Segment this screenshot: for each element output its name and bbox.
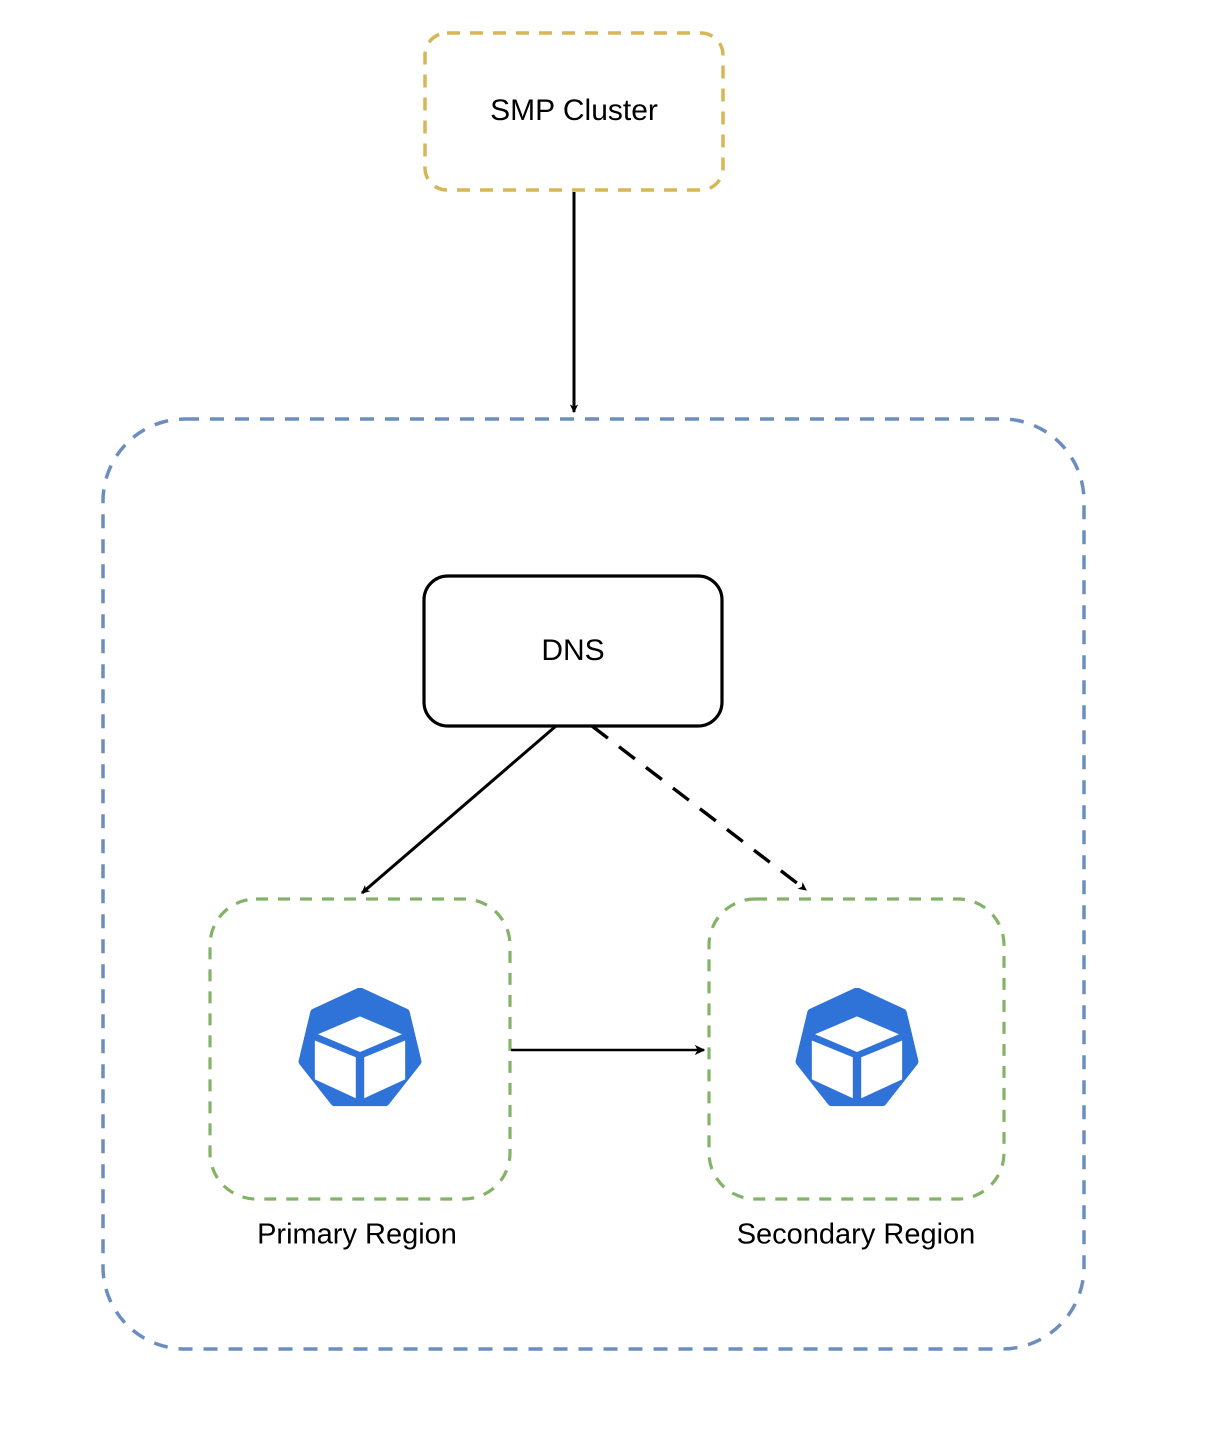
kubernetes-icon (303, 992, 416, 1101)
dns-box[interactable] (422, 574, 724, 728)
secondary-region-label: Secondary Region (737, 1219, 976, 1251)
smp-cluster-label: SMP Cluster (490, 94, 658, 127)
smp-cluster-box[interactable] (423, 31, 725, 192)
outer-container-box (101, 417, 1086, 1351)
edge-dns-to-primary (361, 724, 557, 895)
edge-dns-to-secondary (590, 724, 808, 892)
primary-region-label: Primary Region (257, 1219, 457, 1251)
dns-label: DNS (541, 634, 604, 667)
kubernetes-icon (800, 992, 913, 1101)
